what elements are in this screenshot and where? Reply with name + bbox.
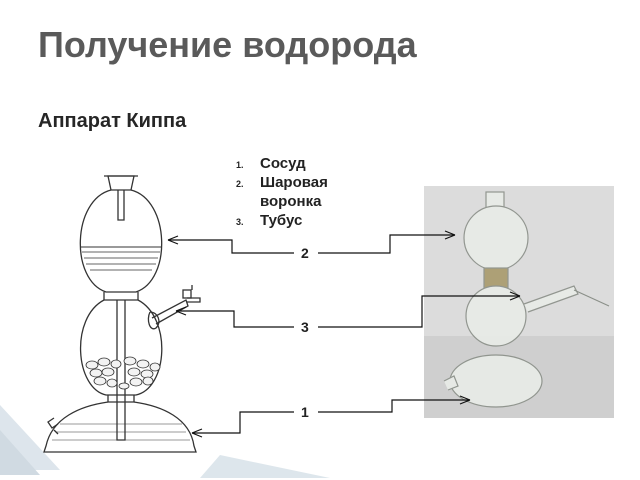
zinc-granules xyxy=(85,356,161,390)
legend-item-number: 3. xyxy=(236,217,244,227)
slide-subtitle: Аппарат Киппа xyxy=(38,110,187,132)
legend-item: 1. Сосуд xyxy=(236,154,370,173)
legend-item-label: Сосуд xyxy=(260,155,306,172)
legend-item-number: 1. xyxy=(236,160,244,170)
kipp-drawing xyxy=(43,175,201,453)
callout-label-2: 2 xyxy=(301,245,309,261)
corner-decoration xyxy=(0,405,330,478)
callout-label-1: 1 xyxy=(301,404,309,420)
parts-legend: 1. Сосуд 2. Шаровая воронка 3. Тубус xyxy=(236,154,370,230)
legend-item-number: 2. xyxy=(236,179,244,189)
callout-connectors xyxy=(167,230,521,438)
legend-item-label: Тубус xyxy=(260,212,303,229)
legend-item-label: Шаровая воронка xyxy=(260,174,328,210)
kipp-apparatus-photo xyxy=(424,186,614,418)
callout-label-3: 3 xyxy=(301,319,309,335)
legend-item: 3. Тубус xyxy=(236,211,370,230)
legend-item: 2. Шаровая воронка xyxy=(236,173,370,211)
slide-title: Получение водорода xyxy=(38,24,417,65)
